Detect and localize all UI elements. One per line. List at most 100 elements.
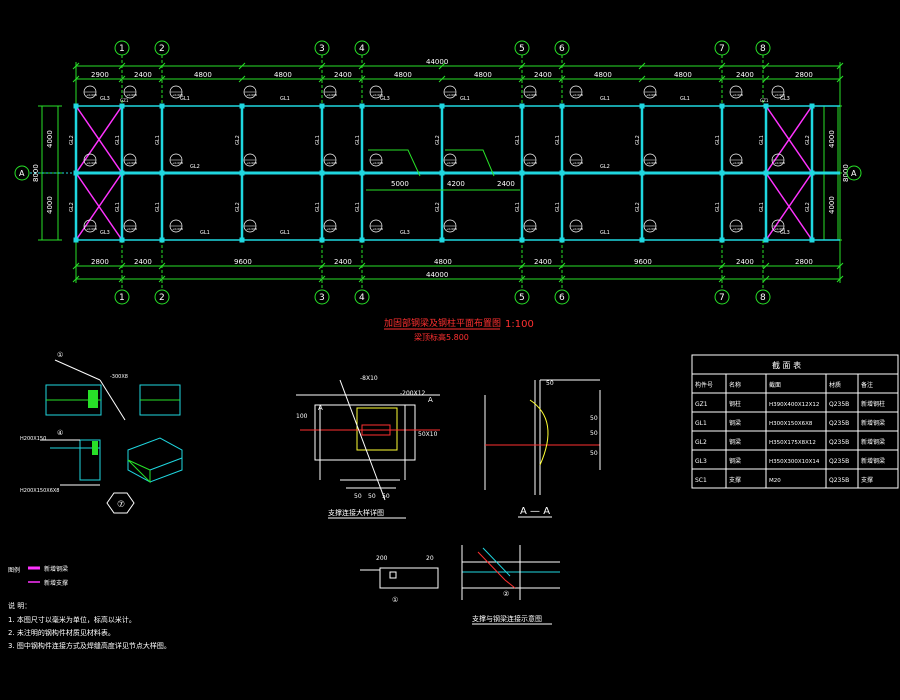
column-bubble-label: +0.000 bbox=[246, 161, 257, 165]
column-bubble-label: +0.000 bbox=[526, 161, 537, 165]
column-node bbox=[239, 103, 245, 109]
beam-label-vertical: GL1 bbox=[515, 135, 521, 145]
detail-1 bbox=[40, 359, 183, 514]
top-axis-label: 8 bbox=[760, 44, 766, 54]
column-bubble-label: +0.000 bbox=[126, 93, 137, 97]
table-cell: 支撑 bbox=[729, 476, 741, 484]
right-dim-lower: 4000 bbox=[828, 196, 836, 214]
table-cell: Q235B bbox=[829, 477, 849, 484]
column-bubble-label: +0.000 bbox=[126, 227, 137, 231]
table-cell: 新增钢柱 bbox=[861, 400, 885, 408]
beam-label-vertical: GL1 bbox=[759, 202, 765, 212]
column-bubble-label: +0.000 bbox=[572, 161, 583, 165]
beam-label-vertical: GL1 bbox=[115, 202, 121, 212]
table-cell: GL1 bbox=[695, 420, 707, 427]
beam-label: GL3 bbox=[400, 230, 410, 236]
mid-dim-2: 4200 bbox=[447, 180, 465, 188]
beam-label: GL2 bbox=[190, 164, 200, 170]
column-bubbles: +0.000 +0.000 +0.000 +0.000 +0.000 +0.000 +0.0… bbox=[73, 85, 815, 243]
column-bubble-label: +0.000 bbox=[126, 161, 137, 165]
beam-label-vertical: GL2 bbox=[69, 202, 75, 212]
top-dim-text: 2400 bbox=[736, 71, 754, 79]
column-bubble-label: +0.000 bbox=[526, 227, 537, 231]
beam-label-vertical: GL2 bbox=[235, 135, 241, 145]
right-dim-upper: 4000 bbox=[828, 130, 836, 148]
section-title: A — A bbox=[520, 506, 550, 517]
column-node bbox=[73, 170, 79, 176]
beam-label: GL3 bbox=[100, 230, 110, 236]
beam-label-vertical: GL2 bbox=[805, 202, 811, 212]
detail1-label-3: -300X8 bbox=[110, 374, 128, 380]
bottom-dim-text: 4800 bbox=[434, 258, 452, 266]
detail3-callout-2: ② bbox=[503, 590, 509, 598]
bottom-axis-bubble bbox=[714, 289, 730, 305]
column-bubble-label: +0.000 bbox=[732, 93, 743, 97]
plan-title: 加固部钢梁及钢柱平面布置图 bbox=[384, 317, 501, 329]
beam-label-vertical: GL1 bbox=[355, 135, 361, 145]
beam-label-vertical: GL1 bbox=[115, 135, 121, 145]
detail1-callout-3: ⑦ bbox=[117, 500, 125, 510]
column-node bbox=[439, 103, 445, 109]
detail3-title: 支撑与钢梁连接示意图 bbox=[472, 614, 542, 623]
beam-label: GL1 bbox=[460, 96, 470, 102]
plan-scale: 1:100 bbox=[505, 319, 534, 330]
column-bubble-label: +0.000 bbox=[172, 93, 183, 97]
column-node bbox=[639, 103, 645, 109]
beam-label: GL2 bbox=[600, 164, 610, 170]
beam-label-vertical: GL2 bbox=[635, 202, 641, 212]
section-dim-4: 50 bbox=[590, 450, 598, 457]
beam-label: GL3 bbox=[780, 230, 790, 236]
detail2-dim-4: 50 bbox=[382, 493, 390, 500]
column-node bbox=[159, 237, 165, 243]
table-cell: 钢柱 bbox=[729, 400, 741, 408]
beam-label-vertical: GL2 bbox=[805, 135, 811, 145]
column-node bbox=[639, 237, 645, 243]
column-node bbox=[239, 237, 245, 243]
top-axis-label: 6 bbox=[559, 44, 565, 54]
top-dim-text: 4800 bbox=[594, 71, 612, 79]
beam-grid bbox=[76, 105, 840, 241]
note-2: 2. 未注明的钢构件材质见材料表。 bbox=[8, 628, 115, 637]
detail3-dim-1: 200 bbox=[376, 555, 388, 562]
table-cell: GL3 bbox=[695, 458, 707, 465]
bottom-dim-text: 2800 bbox=[91, 258, 109, 266]
detail2-dim-3: 50 bbox=[368, 493, 376, 500]
table-header-cell: 截面 bbox=[769, 381, 781, 389]
section-dim-1: 50 bbox=[546, 380, 554, 387]
table-header-cell: 名称 bbox=[729, 381, 741, 389]
beam-label-vertical: GL1 bbox=[515, 202, 521, 212]
column-node bbox=[809, 237, 815, 243]
table-cell: 钢梁 bbox=[729, 457, 741, 465]
top-dim-text: 2800 bbox=[795, 71, 813, 79]
column-node bbox=[763, 103, 769, 109]
column-node bbox=[639, 170, 645, 176]
column-bubble-label: +0.000 bbox=[446, 161, 457, 165]
detail2-dim-2: 50 bbox=[354, 493, 362, 500]
bottom-axis-label: 1 bbox=[119, 293, 125, 303]
column-node bbox=[519, 103, 525, 109]
table-cell: M20 bbox=[769, 478, 781, 484]
column-bubble-label: +0.000 bbox=[86, 93, 97, 97]
bottom-axis-label: 6 bbox=[559, 293, 565, 303]
bottom-axis-label: 2 bbox=[159, 293, 165, 303]
table-cell: Q235B bbox=[829, 420, 849, 427]
column-bubble-label: +0.000 bbox=[372, 93, 383, 97]
left-dim-upper: 4000 bbox=[46, 130, 54, 148]
legend-item-1: 新增钢梁 bbox=[44, 565, 68, 573]
column-node bbox=[359, 237, 365, 243]
column-label: GZ1 bbox=[120, 98, 129, 103]
column-label: GZ1 bbox=[760, 98, 769, 103]
beam-label: GL3 bbox=[780, 96, 790, 102]
column-node bbox=[719, 103, 725, 109]
table-cell: H350X300X10X14 bbox=[769, 459, 820, 465]
column-node bbox=[763, 170, 769, 176]
column-node bbox=[73, 103, 79, 109]
notes-title: 说 明： bbox=[8, 601, 31, 610]
column-bubble-label: +0.000 bbox=[172, 161, 183, 165]
bottom-axis-bubble bbox=[514, 289, 530, 305]
bottom-dim-text: 2400 bbox=[736, 258, 754, 266]
detail-2 bbox=[296, 379, 440, 501]
axis-a-right-bubble bbox=[846, 165, 862, 181]
column-bubble-label: +0.000 bbox=[326, 161, 337, 165]
top-dim-text: 2400 bbox=[334, 71, 352, 79]
